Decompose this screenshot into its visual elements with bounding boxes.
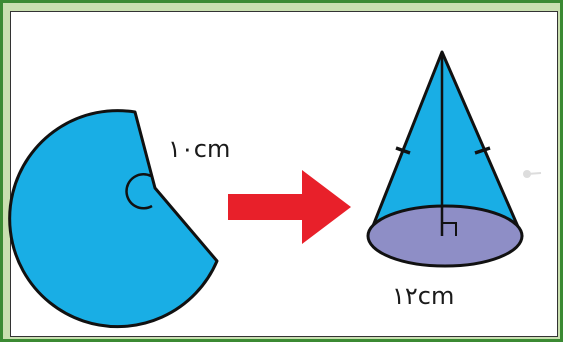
slant-tick-right <box>474 146 491 155</box>
base-diameter-label: ١٢cm <box>392 282 455 310</box>
sector-angle-arc <box>125 173 153 210</box>
sector-shape <box>8 109 219 329</box>
slant-tick-left <box>395 146 411 155</box>
right-angle-marker <box>442 222 457 236</box>
stray-line <box>526 172 542 175</box>
cone-base <box>366 204 524 268</box>
transform-arrow <box>228 170 351 244</box>
slant-length-label: ١٠cm <box>168 135 231 163</box>
